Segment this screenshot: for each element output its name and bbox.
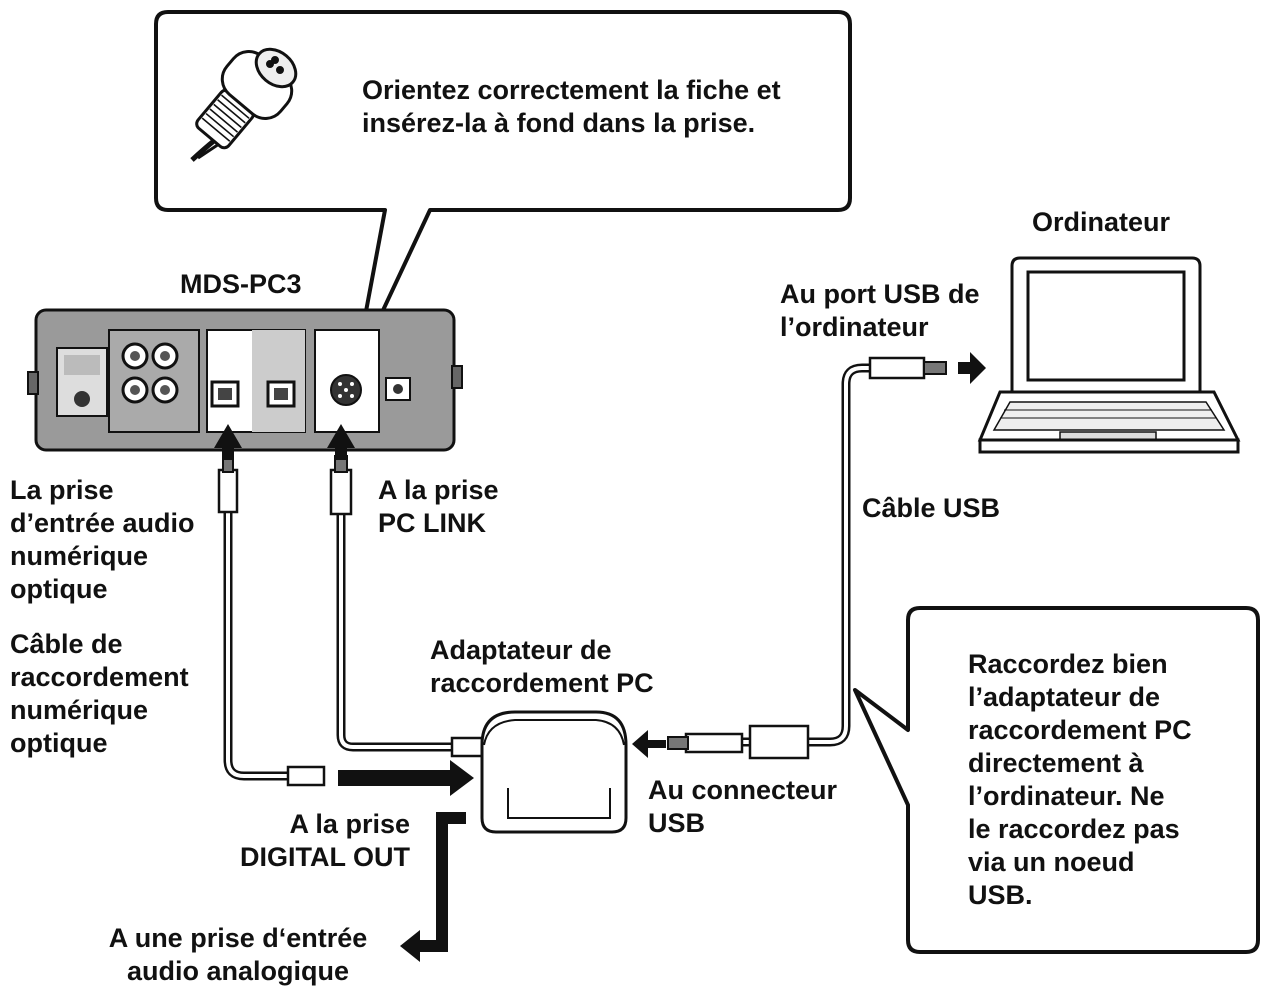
right-callout-bubble [853, 606, 1260, 954]
optical-cable [223, 510, 290, 781]
callout-right-text: Raccordez bien l’adaptateur de raccordem… [968, 649, 1192, 910]
analog-input-label: A une prise d‘entrée audio analogique [108, 923, 368, 986]
usb-cable-label: Câble USB [862, 493, 1001, 523]
callout-top-text: Orientez correctement la fiche et insére… [362, 75, 781, 138]
usb-connector-label: Au connecteur USB [648, 775, 838, 838]
digital-out-label: A la prise DIGITAL OUT [240, 809, 410, 872]
pc-link-jack-label: A la prise PC LINK [378, 475, 499, 538]
usb-cable [740, 363, 890, 747]
device-name: MDS-PC3 [180, 269, 302, 299]
optical-cable-label: Câble de raccordement numérique optique [10, 629, 189, 758]
laptop-icon [977, 256, 1241, 454]
top-callout-bubble [154, 10, 852, 372]
adapter-label: Adaptateur de raccordement PC [430, 635, 654, 698]
optical-input-label: La prise d’entrée audio numérique optiqu… [10, 475, 195, 604]
mds-pc3-device [27, 308, 463, 452]
plug-icon [190, 47, 298, 162]
pc-link-cable [336, 510, 480, 752]
arrows [214, 352, 986, 962]
usb-port-label: Au port USB de l’ordinateur [780, 279, 980, 342]
pc-link-adapter [480, 710, 628, 834]
computer-label: Ordinateur [1032, 207, 1171, 237]
